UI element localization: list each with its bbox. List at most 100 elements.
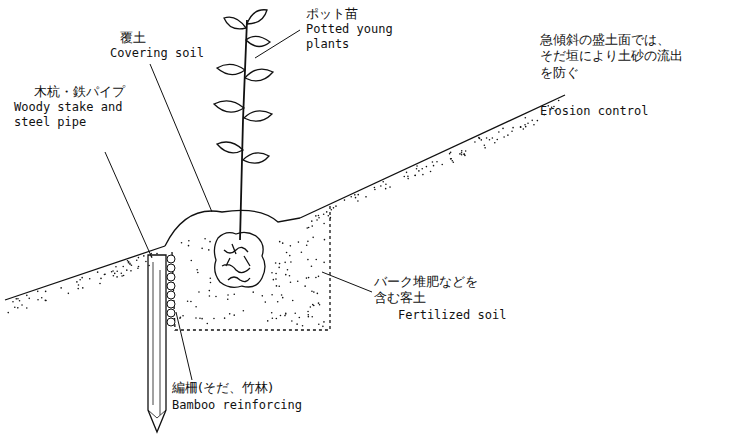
soil-dot (7, 312, 9, 314)
soil-dot (380, 185, 382, 187)
soil-dot (271, 272, 273, 274)
soil-dot (297, 280, 299, 282)
soil-dot (15, 298, 17, 300)
soil-dot (89, 278, 91, 280)
soil-dot (252, 291, 254, 293)
soil-dot (316, 219, 318, 221)
soil-dot (511, 130, 513, 132)
soil-dot (68, 293, 70, 295)
soil-dot (213, 318, 215, 320)
soil-dot (461, 150, 463, 152)
soil-dot (276, 318, 278, 320)
soil-dot (145, 261, 147, 263)
soil-dot (182, 315, 184, 317)
soil-dot (502, 128, 504, 130)
soil-dot (407, 178, 409, 180)
soil-dot (382, 181, 384, 183)
soil-dot (354, 194, 356, 196)
soil-dot (26, 295, 28, 297)
soil-dot (512, 127, 514, 129)
soil-dot (311, 220, 313, 222)
soil-dot (280, 315, 282, 317)
soil-dot (112, 270, 114, 272)
soil-dot (484, 144, 486, 146)
soil-dot (156, 253, 158, 255)
soil-dot (525, 117, 527, 119)
bamboo-circle (167, 273, 175, 281)
soil-dot (520, 126, 522, 128)
soil-dot (357, 194, 359, 196)
soil-dot (201, 248, 203, 250)
soil-dot (243, 310, 245, 312)
soil-dot (527, 122, 529, 124)
soil-dot (416, 168, 418, 170)
soil-dot (308, 277, 310, 279)
soil-dot (210, 282, 212, 284)
soil-dot (229, 313, 231, 315)
soil-dot (306, 277, 308, 279)
soil-dot (525, 126, 527, 128)
soil-dot (261, 295, 263, 297)
soil-dot (461, 154, 463, 156)
soil-dot (330, 217, 332, 219)
soil-dot (271, 294, 273, 296)
soil-dot (127, 260, 129, 262)
soil-dot (116, 276, 118, 278)
soil-dot (494, 142, 496, 144)
soil-dot (148, 265, 150, 267)
soil-dot (267, 320, 269, 322)
soil-dot (285, 313, 287, 315)
soil-dot (45, 300, 47, 302)
soil-dot (311, 290, 313, 292)
soil-dot (311, 316, 313, 318)
part-name: 覆土 (120, 30, 180, 46)
soil-dot (180, 316, 182, 318)
soil-dot (277, 301, 279, 303)
soil-dot (190, 301, 192, 303)
soil-dot (507, 134, 509, 136)
stake-grain (148, 262, 166, 418)
soil-dot (208, 249, 210, 251)
soil-dot (215, 296, 217, 298)
leaves (214, 10, 273, 163)
soil-dot (449, 153, 451, 155)
soil-dot (206, 323, 208, 325)
soil-dot (441, 164, 443, 166)
soil-dot (45, 300, 47, 302)
part-name: 編柵(そだ、竹林) (172, 380, 312, 396)
soil-dot (290, 261, 292, 263)
soil-dot (480, 139, 482, 141)
soil-dot (422, 174, 424, 176)
soil-dot (128, 262, 130, 264)
soil-dot (323, 321, 325, 323)
soil-dot (37, 291, 39, 293)
soil-dot (76, 281, 78, 283)
soil-dot (414, 174, 416, 176)
bamboo-circle (167, 309, 175, 317)
soil-dot (285, 274, 287, 276)
soil-dot (291, 320, 293, 322)
soil-dot (14, 306, 16, 308)
pit-outline (172, 205, 330, 330)
soil-dot (355, 197, 357, 199)
soil-dot (138, 266, 140, 268)
soil-dot (450, 152, 452, 154)
soil-dot (310, 306, 312, 308)
soil-dot (82, 287, 84, 289)
soil-dot (524, 124, 526, 126)
soil-dot (181, 242, 183, 244)
soil-dot (290, 245, 292, 247)
bamboo-circle (167, 300, 175, 308)
plant-stem (240, 20, 247, 240)
soil-dot (463, 153, 465, 155)
soil-dot (478, 137, 480, 139)
soil-dot (418, 170, 420, 172)
soil-dot (104, 273, 106, 275)
soil-dot (317, 293, 319, 295)
soil-dot (335, 205, 337, 207)
soil-dot (385, 188, 387, 190)
soil-dot (311, 225, 313, 227)
soil-dot (498, 131, 500, 133)
soil-dot (199, 317, 201, 319)
soil-dot (302, 325, 304, 327)
